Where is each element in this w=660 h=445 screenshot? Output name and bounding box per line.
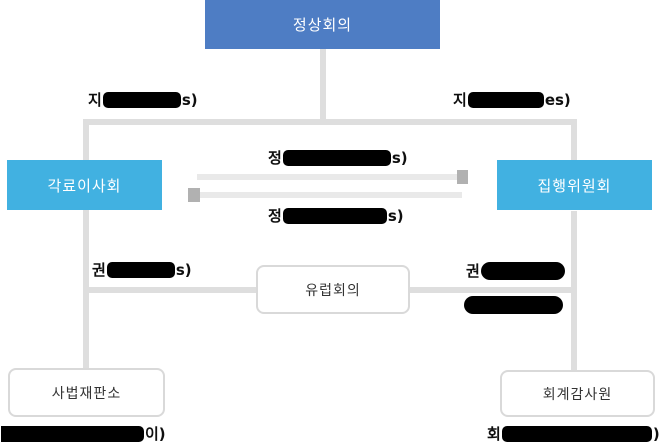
label-text: 정 xyxy=(268,207,282,225)
label-text: 정 xyxy=(268,149,282,167)
node-court-label: 사법재판소 xyxy=(51,385,122,402)
edge-label-bottom-right: 회 ) xyxy=(487,423,660,444)
label-text: ) xyxy=(652,424,660,443)
node-executive-commission: 집행위원회 xyxy=(497,160,652,210)
label-text: es) xyxy=(544,90,571,109)
node-commission-label: 집행위원회 xyxy=(537,176,612,195)
node-council-label: 각료이사회 xyxy=(47,176,122,195)
label-text: 권 xyxy=(92,261,106,279)
redaction-bar xyxy=(106,261,175,278)
arrow-left-head-icon xyxy=(188,188,200,202)
redaction-bar xyxy=(282,207,387,224)
connector-to-council xyxy=(83,122,89,162)
label-text: 지 xyxy=(453,91,467,109)
label-text: s) xyxy=(175,260,192,279)
label-text: 이) xyxy=(145,425,166,443)
redaction-bar xyxy=(464,296,563,314)
redaction-bar xyxy=(102,91,181,108)
arrow-right-head-icon xyxy=(457,170,468,184)
label-text: s) xyxy=(387,206,404,225)
node-auditors-label: 회계감사원 xyxy=(542,386,613,403)
edge-label-top-left: 지 s) xyxy=(88,89,198,110)
label-text: 회 xyxy=(487,425,501,443)
connector-top-horizontal xyxy=(83,119,577,125)
redaction-bar xyxy=(467,91,544,108)
label-text: 지 xyxy=(88,91,102,109)
edge-label-mid-right-line1: 권 xyxy=(466,260,566,281)
connector-europeancouncil-commission xyxy=(405,287,577,293)
node-court-of-justice: 사법재판소 xyxy=(8,368,165,417)
redaction-bar xyxy=(1,425,144,442)
label-text: s) xyxy=(181,90,198,109)
connector-council-europeancouncil xyxy=(86,287,258,293)
redaction-bar xyxy=(501,425,652,442)
edge-label-mid-right-line2 xyxy=(463,296,564,314)
arrow-right-shaft xyxy=(197,174,458,180)
edge-label-arrow-top: 정 s) xyxy=(268,147,408,168)
arrow-left-shaft xyxy=(200,192,462,198)
node-council-of-ministers: 각료이사회 xyxy=(7,160,162,210)
connector-summit-down xyxy=(320,49,326,122)
node-summit: 정상회의 xyxy=(205,0,440,49)
edge-label-bottom-left: 이) xyxy=(0,423,166,444)
redaction-bar xyxy=(282,149,391,166)
edge-label-mid-left: 권 s) xyxy=(92,259,192,280)
node-european-council: 유럽회의 xyxy=(256,265,410,314)
redaction-bar xyxy=(480,261,565,280)
edge-label-top-right: 지 es) xyxy=(453,89,571,110)
edge-label-arrow-bottom: 정 s) xyxy=(268,205,404,226)
node-summit-label: 정상회의 xyxy=(292,16,353,34)
node-european-council-label: 유럽회의 xyxy=(305,282,361,299)
node-court-of-auditors: 회계감사원 xyxy=(500,370,655,417)
label-text: s) xyxy=(391,148,408,167)
label-text: 권 xyxy=(466,262,480,280)
connector-to-commission xyxy=(571,122,577,162)
